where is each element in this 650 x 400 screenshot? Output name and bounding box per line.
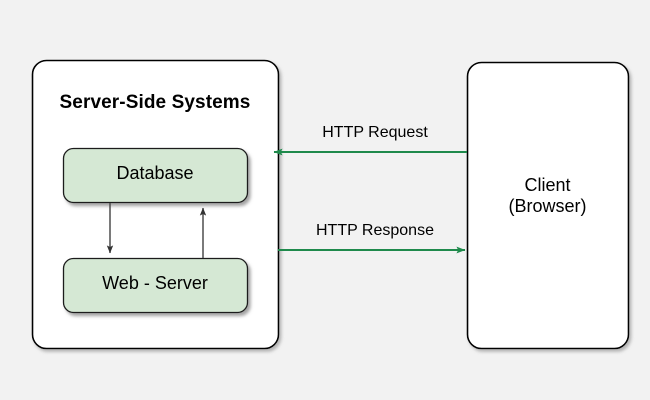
client-box[interactable] — [466, 61, 630, 350]
database-node[interactable] — [62, 147, 249, 204]
web-server-node[interactable] — [62, 257, 249, 314]
